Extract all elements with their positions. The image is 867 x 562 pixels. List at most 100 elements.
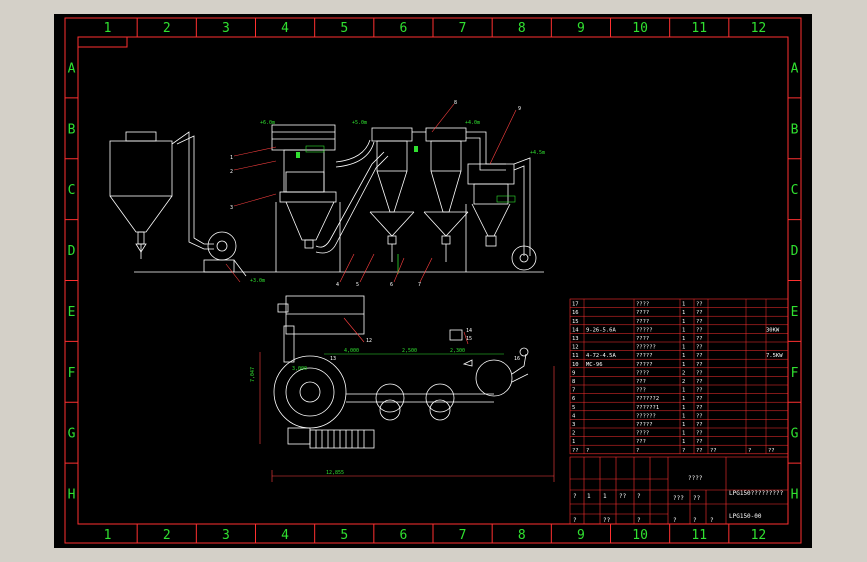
col-label-top-11: 11 bbox=[691, 21, 707, 36]
bom-cell-no: 1 bbox=[572, 439, 575, 445]
col-label-top-3: 3 bbox=[222, 21, 230, 36]
tb-cell-6: ? bbox=[573, 493, 577, 500]
tb-cell-3: ? bbox=[673, 517, 677, 524]
col-label-bottom-12: 12 bbox=[751, 528, 767, 543]
col-label-top-8: 8 bbox=[518, 21, 526, 36]
bom-cell-no: 2 bbox=[572, 431, 575, 437]
bom-cell-unit: ?? bbox=[696, 431, 703, 437]
plan-dimensions bbox=[259, 317, 555, 482]
dim-2300: 2,300 bbox=[450, 348, 465, 354]
bom-cell-unit: ?? bbox=[696, 327, 703, 333]
tb-cell-10: ? bbox=[637, 493, 641, 500]
bom-cell-qty: 1 bbox=[682, 362, 685, 368]
bom-row: 15????1?? bbox=[572, 319, 703, 325]
bom-cell-name: ???? bbox=[636, 302, 649, 308]
bom-cell-unit: ?? bbox=[696, 388, 703, 394]
dim-3000: 3,000 bbox=[292, 366, 307, 372]
bom-header-c3: ? bbox=[636, 448, 639, 454]
bom-cell-qty: 1 bbox=[682, 405, 685, 411]
col-label-top-1: 1 bbox=[104, 21, 112, 36]
bom-cell-no: 13 bbox=[572, 336, 579, 342]
bom-cell-no: 3 bbox=[572, 422, 575, 428]
tb-cell-5: ? bbox=[710, 517, 714, 524]
callout-5: 5 bbox=[356, 282, 359, 288]
bom-cell-no: 4 bbox=[572, 413, 576, 419]
callout-8: 8 bbox=[454, 100, 457, 106]
bom-row: 12??????1?? bbox=[572, 345, 703, 351]
bom-cell-unit: ?? bbox=[696, 310, 703, 316]
col-label-top-10: 10 bbox=[632, 21, 648, 36]
bom-cell-name: ??? bbox=[636, 379, 646, 385]
tb-cell-4: ? bbox=[693, 517, 697, 524]
tb-cell-8: 1 bbox=[603, 493, 607, 500]
callout-2: 2 bbox=[230, 169, 233, 175]
bom-cell-note: 7.5KW bbox=[766, 353, 783, 359]
col-label-bottom-11: 11 bbox=[691, 528, 707, 543]
tb-cell-9: ?? bbox=[619, 493, 627, 500]
corner-mark bbox=[78, 37, 128, 48]
elev-label-1: +6.0m bbox=[260, 120, 275, 126]
bom-cell-qty: 1 bbox=[682, 319, 685, 325]
bom-cell-qty: 1 bbox=[682, 413, 685, 419]
bom-cell-name: ??????1 bbox=[636, 405, 659, 411]
row-label-left-B: B bbox=[68, 122, 76, 137]
bom-cell-no: 17 bbox=[572, 302, 579, 308]
bom-header-c5: ?? bbox=[696, 448, 703, 454]
bom-row: 13????1?? bbox=[572, 336, 703, 342]
bom-row: 4??????1?? bbox=[572, 413, 703, 419]
row-label-left-D: D bbox=[68, 244, 76, 259]
bom-header-c2: ? bbox=[586, 448, 589, 454]
row-label-left-G: G bbox=[68, 427, 76, 442]
bom-cell-no: 5 bbox=[572, 405, 575, 411]
bom-cell-qty: 1 bbox=[682, 396, 685, 402]
wet-scrubber bbox=[465, 163, 515, 272]
bom-cell-unit: ?? bbox=[696, 302, 703, 308]
bom-cell-no: 16 bbox=[572, 310, 579, 316]
elevation-dimensions: +6.0m +5.0m +4.0m +4.5m +3.0m bbox=[250, 120, 545, 284]
blower-fan-1 bbox=[203, 231, 247, 277]
row-label-right-H: H bbox=[791, 488, 799, 503]
bom-cell-name: ???? bbox=[636, 336, 649, 342]
elev-label-5: +3.0m bbox=[250, 278, 265, 284]
elev-label-2: +5.0m bbox=[352, 120, 367, 126]
col-label-bottom-1: 1 bbox=[104, 528, 112, 543]
bom-cell-qty: 1 bbox=[682, 422, 685, 428]
callout-9: 9 bbox=[518, 106, 521, 112]
bom-cell-unit: ?? bbox=[696, 413, 703, 419]
col-label-bottom-7: 7 bbox=[459, 528, 467, 543]
bom-cell-unit: ?? bbox=[696, 405, 703, 411]
bom-row: 5 ??????1 1?? bbox=[572, 405, 703, 411]
bom-row: 17????1?? bbox=[572, 302, 703, 308]
plan-callouts: 12 13 14 15 16 bbox=[330, 328, 520, 362]
bom-cell-name: ??????2 bbox=[636, 396, 659, 402]
bom-cell-unit: ?? bbox=[696, 362, 703, 368]
col-label-bottom-3: 3 bbox=[222, 528, 230, 543]
bom-cell-unit: ?? bbox=[696, 422, 703, 428]
bom-header-c1: ?? bbox=[572, 448, 579, 454]
bom-cell-no: 8 bbox=[572, 379, 575, 385]
callout-numbers: 1 2 3 4 5 6 7 8 9 bbox=[230, 100, 521, 288]
bom-cell-name: ??? bbox=[636, 439, 646, 445]
row-label-left-A: A bbox=[68, 61, 76, 76]
bom-cell-qty: 1 bbox=[682, 327, 685, 333]
dim-2500: 2,500 bbox=[402, 348, 417, 354]
row-label-right-D: D bbox=[791, 244, 799, 259]
bom-cell-qty: 1 bbox=[682, 336, 685, 342]
elevation-view bbox=[109, 124, 544, 277]
elev-label-4: +4.5m bbox=[530, 150, 545, 156]
callout-leaders bbox=[225, 103, 517, 283]
bom-cell-name: ??? bbox=[636, 388, 646, 394]
bom-cell-qty: 2 bbox=[682, 370, 685, 376]
bom-cell-name: ???? bbox=[636, 319, 649, 325]
col-label-bottom-5: 5 bbox=[340, 528, 348, 543]
bom-cell-unit: ?? bbox=[696, 370, 703, 376]
bom-row: 7???1?? bbox=[572, 388, 703, 394]
title-block bbox=[569, 456, 789, 525]
bom-cell-qty: 1 bbox=[682, 431, 685, 437]
bom-row: 8???2?? bbox=[572, 379, 703, 385]
exhaust-fan bbox=[511, 245, 537, 271]
